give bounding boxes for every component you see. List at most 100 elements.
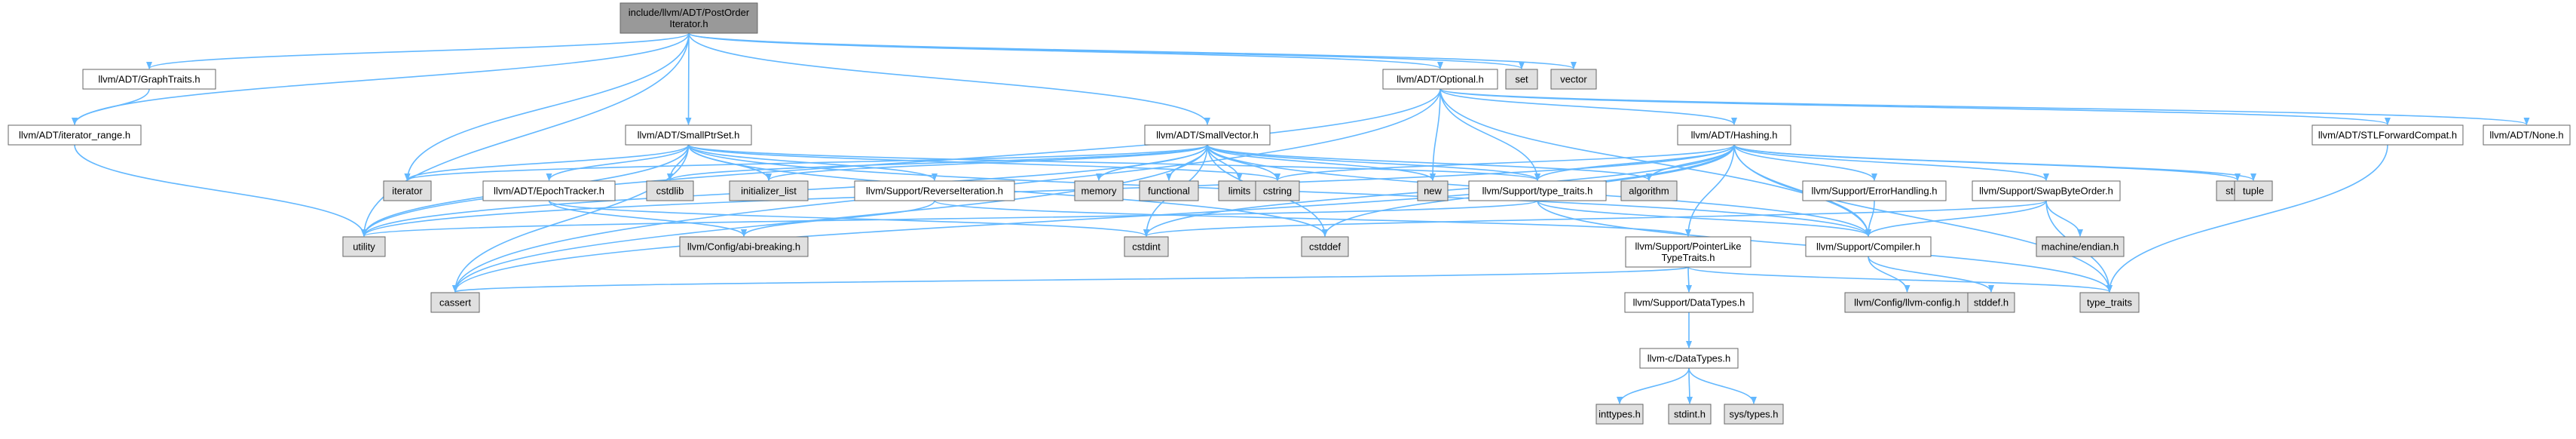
node-smallvector[interactable]: llvm/ADT/SmallVector.h (1144, 124, 1271, 146)
edge-line (934, 200, 1691, 237)
node-tuple: tuple (2234, 180, 2273, 201)
edge-compiler-to-llvmconfig (1868, 256, 1911, 293)
edge-line (1143, 200, 2047, 237)
node-label: memory (1081, 186, 1117, 197)
node-label: cstring (1263, 186, 1292, 197)
node-box (620, 2, 758, 34)
node-box (1255, 180, 1300, 201)
node-compiler[interactable]: llvm/Support/Compiler.h (1805, 236, 1932, 257)
node-box (1505, 69, 1538, 90)
edge-hashing-to-type_traits (1733, 144, 2113, 293)
node-typetraits_h[interactable]: llvm/Support/type_traits.h (1468, 180, 1607, 201)
node-cstring: cstring (1255, 180, 1300, 201)
node-box (1468, 180, 1607, 201)
node-box (625, 124, 752, 146)
node-label: vector (1560, 74, 1587, 85)
edge-epoch-to-abibreaking (548, 200, 747, 237)
node-box (1624, 292, 1754, 313)
edge-line (546, 144, 690, 181)
edge-optional-to-none (1439, 88, 2529, 125)
node-box (383, 180, 432, 201)
edge-line (1868, 256, 1994, 293)
edge-line (1685, 266, 1692, 293)
node-label: functional (1148, 186, 1190, 197)
node-box (482, 180, 616, 201)
node-box (1805, 236, 1932, 257)
edge-line (1439, 88, 2529, 125)
node-label: stdint.h (1674, 409, 1706, 420)
node-reverseiter[interactable]: llvm/Support/ReverseIteration.h (854, 180, 1015, 201)
node-utility: utility (342, 236, 386, 257)
node-box (2079, 292, 2140, 313)
edge-smallvector-to-initlist (766, 144, 1208, 181)
node-box (1967, 292, 2015, 313)
edge-hashing-to-cstring (1274, 144, 1735, 181)
node-label: include/llvm/ADT/PostOrder (629, 7, 750, 18)
node-epoch[interactable]: llvm/ADT/EpochTracker.h (482, 180, 616, 201)
node-box (1639, 348, 1739, 369)
node-optional[interactable]: llvm/ADT/Optional.h (1382, 69, 1498, 90)
node-label: cstddef (1309, 241, 1341, 253)
edge-line (766, 144, 1208, 181)
edge-iterrange-to-utility (74, 144, 367, 237)
node-label: llvm/Support/ReverseIteration.h (866, 186, 1003, 197)
node-swapbyte[interactable]: llvm/Support/SwapByteOrder.h (1972, 180, 2121, 201)
node-box (1668, 404, 1712, 425)
node-label: sys/types.h (1729, 409, 1778, 420)
node-box (1625, 236, 1751, 268)
edge-hashing-to-cassert (452, 144, 1735, 293)
node-datatypes_h[interactable]: llvm/Support/DataTypes.h (1624, 292, 1754, 313)
edge-line (1868, 256, 1911, 293)
node-box (1802, 180, 1947, 201)
edge-typetraits_h-to-compiler (1537, 200, 1871, 237)
edge-optional-to-typetraits_h (1439, 88, 1540, 181)
node-cstdlib: cstdlib (646, 180, 694, 201)
node-box (1620, 180, 1678, 201)
node-box (1550, 69, 1597, 90)
node-hashing[interactable]: llvm/ADT/Hashing.h (1677, 124, 1791, 146)
node-box (8, 124, 142, 146)
node-errorhandling[interactable]: llvm/Support/ErrorHandling.h (1802, 180, 1947, 201)
edge-hashing-to-tuple (1733, 144, 2256, 181)
node-box (646, 180, 694, 201)
edge-smallptrset-to-iterator (404, 144, 690, 181)
node-cdatatypes[interactable]: llvm-c/DataTypes.h (1639, 348, 1739, 369)
node-cassert: cassert (430, 292, 480, 313)
edge-line (1733, 144, 2256, 181)
node-vector: vector (1550, 69, 1597, 90)
node-box (1301, 236, 1349, 257)
node-new: new (1417, 180, 1449, 201)
node-box (2036, 236, 2125, 257)
node-label: llvm/Support/Compiler.h (1816, 241, 1920, 253)
node-label: llvm/ADT/None.h (2489, 130, 2563, 141)
edge-reverseiter-to-abibreaking (741, 200, 935, 237)
edge-smallptrset-to-cassert (452, 144, 690, 293)
node-label: llvm/ADT/iterator_range.h (19, 130, 130, 141)
edge-typetraits_h-to-utility (361, 200, 1538, 237)
edge-cdatatypes-to-systypes (1688, 367, 1757, 404)
edge-hashing-to-ptrlike (1685, 144, 1735, 237)
node-smallptrset[interactable]: llvm/ADT/SmallPtrSet.h (625, 124, 752, 146)
node-label: algorithm (1629, 186, 1669, 197)
node-stlfwd[interactable]: llvm/ADT/STLForwardCompat.h (2311, 124, 2464, 146)
node-box (1144, 124, 1271, 146)
edge-optional-to-utility (361, 88, 1441, 237)
node-box (1972, 180, 2121, 201)
node-none[interactable]: llvm/ADT/None.h (2483, 124, 2571, 146)
node-label: llvm/ADT/Hashing.h (1691, 130, 1778, 141)
node-iterrange[interactable]: llvm/ADT/iterator_range.h (8, 124, 142, 146)
node-initlist: initializer_list (729, 180, 809, 201)
edge-line (361, 88, 1441, 237)
edge-root-to-iterator (404, 32, 690, 181)
node-box (82, 69, 216, 90)
node-box (729, 180, 809, 201)
node-endian: machine/endian.h (2036, 236, 2125, 257)
edge-line (667, 144, 1208, 181)
edge-line (452, 144, 1735, 293)
node-cstdint: cstdint (1124, 236, 1169, 257)
node-graphtraits[interactable]: llvm/ADT/GraphTraits.h (82, 69, 216, 90)
node-label: llvm/Support/DataTypes.h (1633, 297, 1745, 309)
